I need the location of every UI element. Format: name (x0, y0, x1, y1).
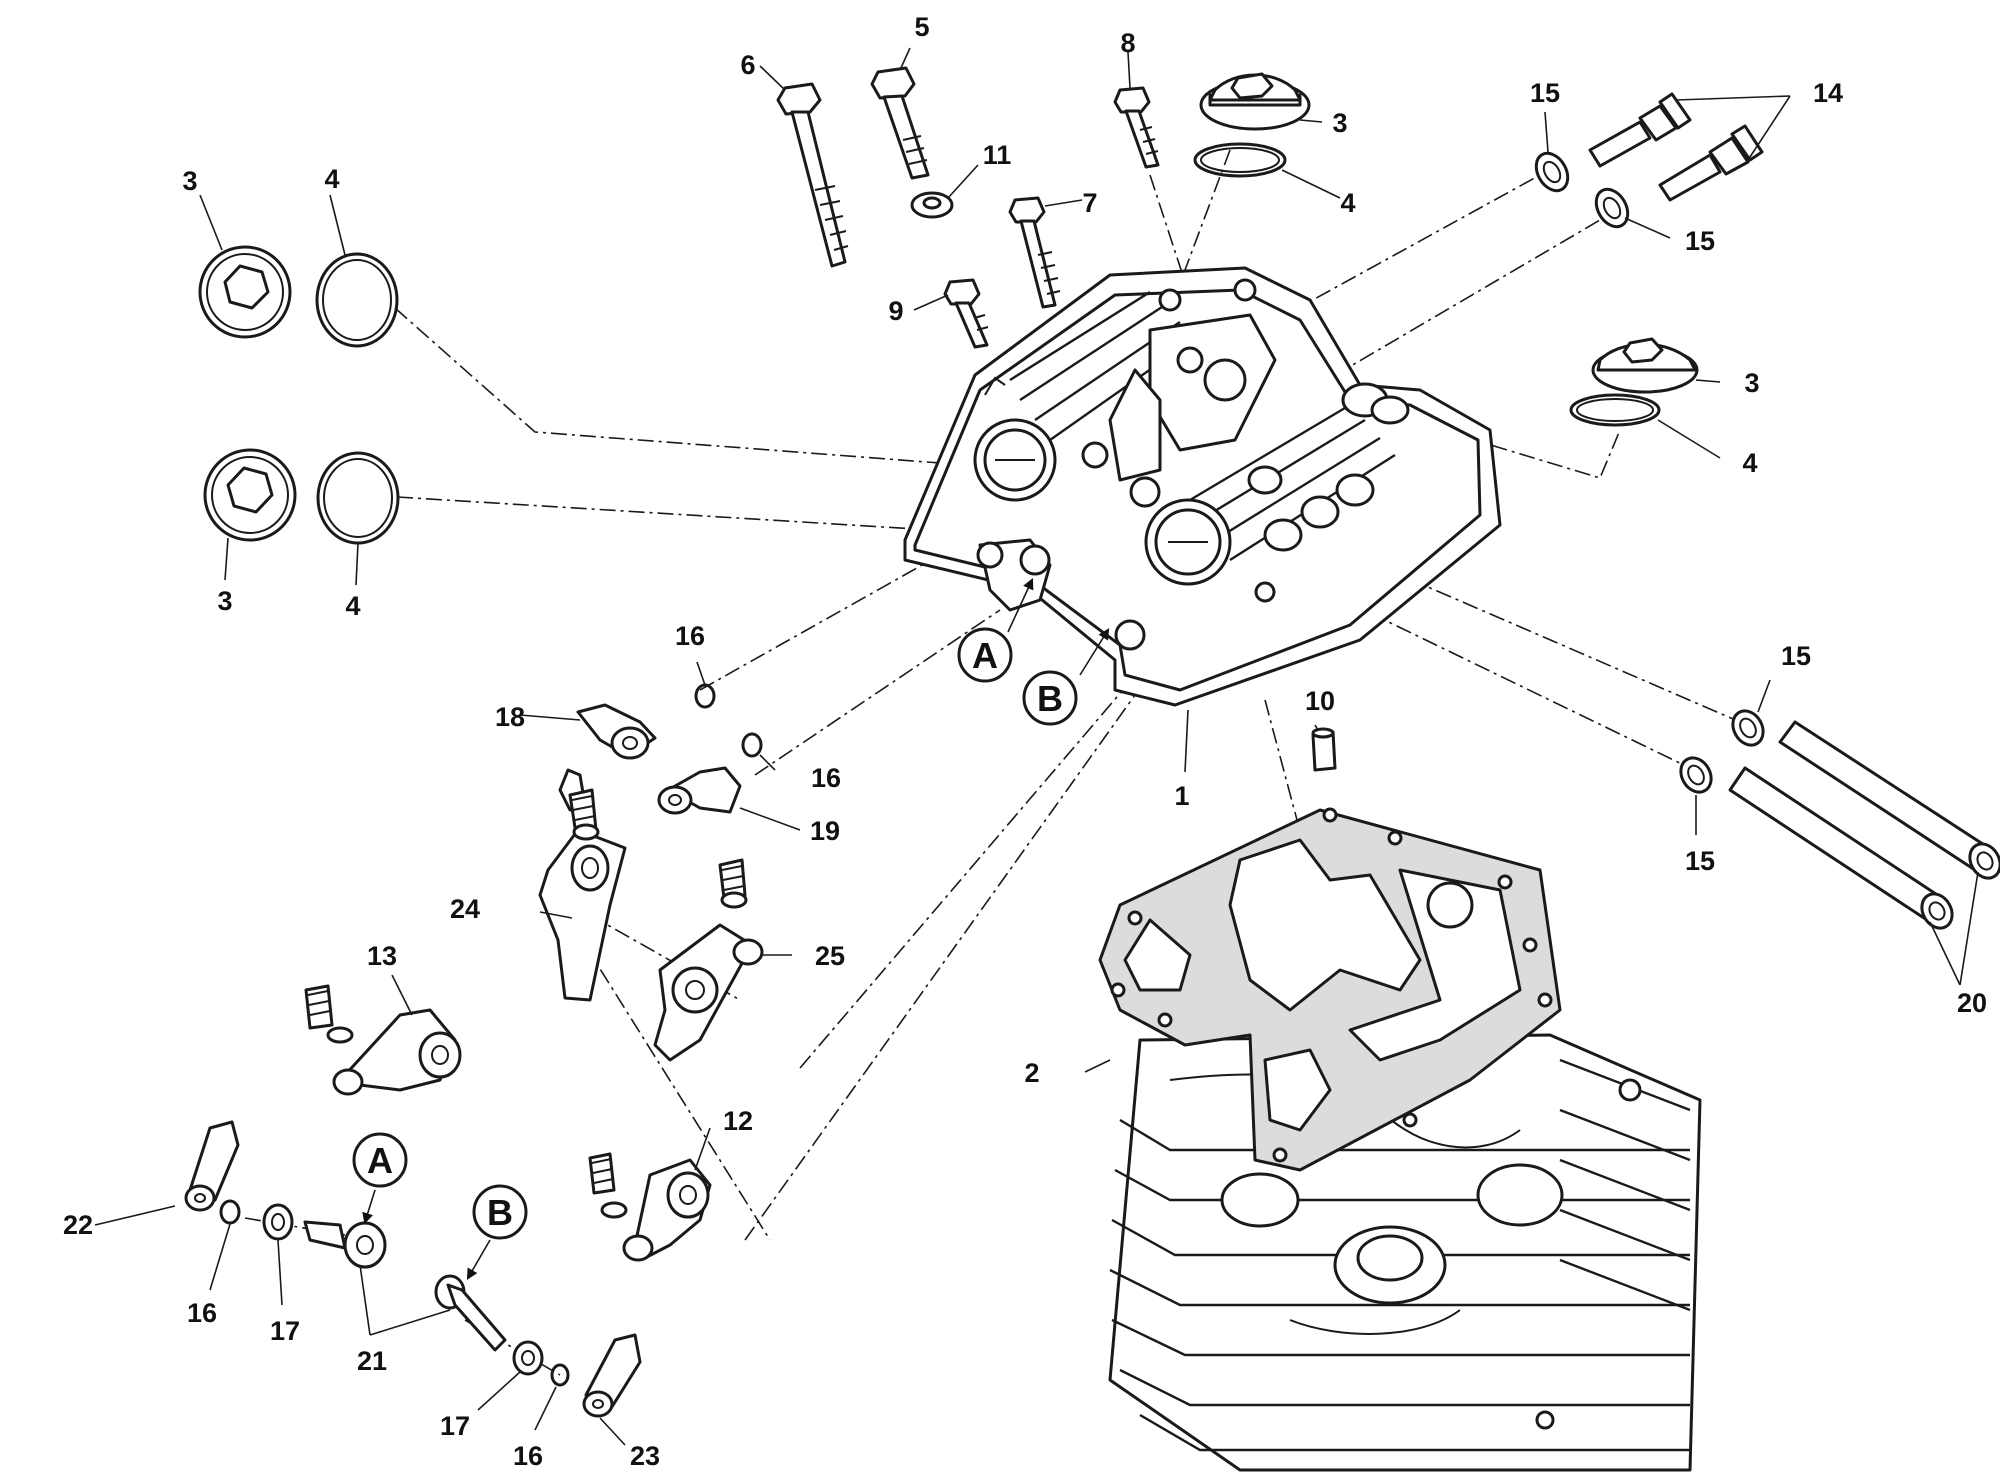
label-24: 24 (450, 894, 480, 924)
part-labels: 1 2 3 3 3 3 4 4 4 4 5 6 7 8 9 10 11 12 1… (63, 12, 1987, 1471)
label-4-left-lower: 4 (345, 591, 360, 621)
shaft-21-a (303, 1220, 387, 1269)
label-19: 19 (810, 816, 840, 846)
head-gasket (1098, 807, 1562, 1172)
label-15-right-upper: 15 (1781, 641, 1811, 671)
follower-19 (657, 766, 742, 815)
follower-18 (576, 703, 657, 760)
label-6: 6 (740, 50, 755, 80)
label-8: 8 (1120, 28, 1135, 58)
clip-16-b (741, 732, 763, 758)
label-18: 18 (495, 702, 525, 732)
label-16-a: 16 (675, 621, 705, 651)
label-13: 13 (367, 941, 397, 971)
pin-14-upper (1588, 92, 1692, 168)
label-9: 9 (888, 296, 903, 326)
label-20: 20 (1957, 988, 1987, 1018)
washer-17-b (512, 1340, 544, 1376)
label-22: 22 (63, 1210, 93, 1240)
washer-17-a (262, 1203, 294, 1241)
dowel-10 (1311, 727, 1337, 772)
callout-a-upper: A (957, 627, 1013, 683)
callout-b-lower-text: B (487, 1192, 513, 1233)
rocker-arm-13 (304, 984, 462, 1096)
label-10: 10 (1305, 686, 1335, 716)
bolt-5 (870, 66, 930, 180)
seal-15-right-upper (1731, 709, 1765, 747)
label-3-left-lower: 3 (217, 586, 232, 616)
label-1: 1 (1174, 781, 1189, 811)
label-3-left-upper: 3 (182, 166, 197, 196)
label-12: 12 (723, 1106, 753, 1136)
label-7: 7 (1082, 188, 1097, 218)
bolt-8 (1113, 86, 1160, 169)
label-2: 2 (1024, 1058, 1039, 1088)
seal-15-mid (1594, 187, 1630, 229)
label-3-top: 3 (1332, 108, 1347, 138)
label-16-d: 16 (513, 1441, 543, 1471)
label-4-right: 4 (1742, 448, 1757, 478)
label-23: 23 (630, 1441, 660, 1471)
o-ring-4-right (1569, 393, 1661, 427)
label-11: 11 (983, 140, 1012, 170)
o-ring-4-left-lower (316, 451, 400, 545)
seal-15-right-lower (1679, 756, 1713, 794)
bolt-7 (1008, 196, 1061, 309)
bolt-9 (943, 278, 989, 349)
label-3-right: 3 (1744, 368, 1759, 398)
label-25: 25 (815, 941, 845, 971)
clip-16-c (219, 1199, 241, 1225)
label-5: 5 (914, 12, 929, 42)
seal-15-upper (1534, 151, 1570, 193)
rocker-arm-24 (538, 768, 627, 1002)
leader-lines (94, 47, 1979, 1446)
rocker-arm-12 (588, 1152, 712, 1262)
label-4-left-upper: 4 (324, 164, 339, 194)
washer-11 (910, 191, 954, 219)
shaft-20-upper (1778, 720, 2000, 880)
shaft-20-lower (1728, 766, 1954, 930)
label-21: 21 (357, 1346, 387, 1376)
label-14: 14 (1813, 78, 1843, 108)
callout-b-upper-text: B (1037, 678, 1063, 719)
cap-3-right (1591, 337, 1699, 394)
label-17-a: 17 (270, 1316, 300, 1346)
label-16-b: 16 (811, 763, 841, 793)
follower-23 (582, 1333, 642, 1418)
o-ring-4-left-upper (315, 252, 399, 348)
cap-3-left-lower (203, 448, 297, 542)
follower-22 (184, 1120, 240, 1212)
label-15-upper: 15 (1530, 78, 1560, 108)
label-17-b: 17 (440, 1411, 470, 1441)
label-15-right-lower: 15 (1685, 846, 1715, 876)
rocker-arm-25 (653, 858, 764, 1062)
label-4-top: 4 (1340, 188, 1355, 218)
callout-b-upper: B (1022, 670, 1078, 726)
callout-a-upper-text: A (972, 635, 998, 676)
cap-3-top (1199, 72, 1311, 131)
clip-16-a (694, 683, 716, 709)
label-15-mid: 15 (1685, 226, 1715, 256)
bolt-6 (776, 82, 849, 268)
o-ring-4-top (1193, 142, 1287, 178)
pin-14-lower (1658, 124, 1764, 202)
callout-b-lower: B (472, 1184, 528, 1240)
clip-16-d (550, 1363, 570, 1387)
label-16-c: 16 (187, 1298, 217, 1328)
cylinder-head-cover (903, 266, 1502, 707)
callout-a-lower: A (352, 1132, 408, 1188)
callout-a-lower-text: A (367, 1140, 393, 1181)
callout-arrows (362, 577, 1110, 1280)
cap-3-left-upper (198, 245, 292, 339)
shaft-21-b (434, 1274, 507, 1352)
